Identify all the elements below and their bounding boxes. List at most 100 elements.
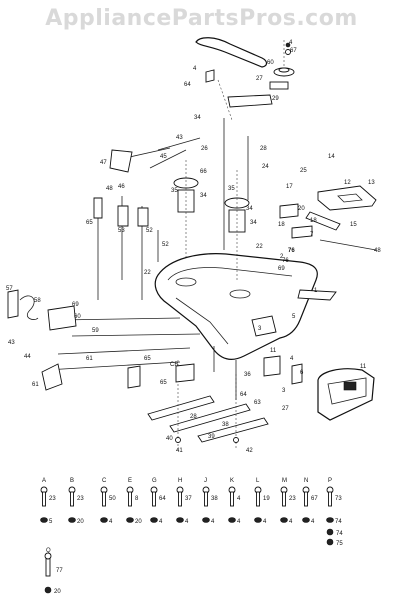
bracket-56 (7, 289, 19, 319)
idler-arm (227, 94, 273, 108)
bracket-21 (291, 225, 313, 239)
hardware-letter: C (102, 478, 107, 484)
hardware-item: J 38 4 (202, 478, 218, 525)
hardware-part-number: 50 (109, 496, 116, 502)
washer (254, 517, 262, 523)
washer-part-number: 4 (211, 519, 215, 525)
svg-text:64: 64 (184, 82, 191, 88)
svg-text:69: 69 (72, 302, 79, 308)
hardware-letter: L (256, 478, 260, 484)
svg-text:17: 17 (286, 184, 293, 190)
nut (285, 42, 291, 48)
bolt-shank (178, 491, 182, 507)
svg-text:14: 14 (328, 154, 335, 160)
svg-text:27: 27 (256, 76, 263, 82)
svg-text:74: 74 (336, 531, 343, 537)
svg-text:48: 48 (374, 248, 381, 254)
washer-part-number: 20 (135, 519, 142, 525)
bracket-7 (291, 363, 303, 385)
svg-text:36: 36 (244, 372, 251, 378)
washer (302, 517, 310, 523)
svg-text:20: 20 (54, 589, 61, 595)
hardware-part-number: 19 (263, 496, 270, 502)
hardware-legend: A235B2320C504E820G644H374J384K44L194M234… (40, 478, 342, 525)
svg-text:52: 52 (162, 242, 169, 248)
svg-text:12: 12 (344, 180, 351, 186)
svg-text:4: 4 (289, 40, 293, 46)
bolt-shank (42, 491, 46, 507)
hardware-part-number: 64 (159, 496, 166, 502)
hardware-part-number: 38 (211, 496, 218, 502)
hardware-part-number: 4 (237, 496, 241, 502)
svg-text:28: 28 (190, 414, 197, 420)
washer-part-number: 4 (159, 519, 163, 525)
hardware-part-number: 8 (135, 496, 139, 502)
washer-part-number: 74 (335, 519, 342, 525)
chute-deflector-3 (297, 289, 337, 301)
blade-center (169, 403, 251, 433)
washer-part-number: 4 (289, 519, 293, 525)
svg-text:34: 34 (246, 206, 253, 212)
svg-text:63: 63 (254, 400, 261, 406)
hardware-part-number: 23 (49, 496, 56, 502)
bolt-shank (256, 491, 260, 507)
hardware-letter: J (204, 478, 207, 484)
blade-lower (197, 417, 269, 443)
hardware-part-number: 23 (289, 496, 296, 502)
hanger-65 (93, 197, 103, 219)
washer (228, 517, 236, 523)
svg-text:24: 24 (262, 164, 269, 170)
svg-text:75: 75 (336, 541, 343, 547)
svg-text:52: 52 (146, 228, 153, 234)
svg-text:67: 67 (290, 48, 297, 54)
svg-text:28: 28 (260, 146, 267, 152)
hardware-letter: M (282, 478, 287, 484)
svg-text:65: 65 (86, 220, 93, 226)
bolt-shank (328, 491, 332, 507)
svg-text:47: 47 (100, 160, 107, 166)
svg-text:34: 34 (200, 193, 207, 199)
svg-text:35: 35 (228, 186, 235, 192)
svg-text:40: 40 (166, 436, 173, 442)
svg-text:61: 61 (86, 356, 93, 362)
washer-part-number: 20 (77, 519, 84, 525)
hardware-extra: Q 77 20 (44, 548, 63, 595)
bracket-12 (279, 203, 299, 219)
washer (150, 517, 158, 523)
p-stack: 74 75 (326, 528, 343, 547)
hanger-52 (137, 207, 149, 227)
bolt-shank (282, 491, 286, 507)
svg-text:35: 35 (171, 188, 178, 194)
hardware-part-number: 67 (311, 496, 318, 502)
svg-text:59: 59 (92, 328, 99, 334)
washer-part-number: 4 (109, 519, 113, 525)
hardware-part-number: 23 (77, 496, 84, 502)
washer (100, 517, 108, 523)
svg-text:1: 1 (314, 288, 318, 294)
svg-text:13: 13 (368, 180, 375, 186)
mower-deck (154, 253, 318, 360)
washer-part-number: 4 (311, 519, 315, 525)
svg-text:5: 5 (292, 314, 296, 320)
hardware-letter: G (152, 478, 157, 484)
washer (202, 517, 210, 523)
hardware-item: M 23 4 (280, 478, 296, 525)
bolt-shank (128, 491, 132, 507)
hardware-letter: A (42, 478, 46, 484)
svg-text:57: 57 (6, 286, 13, 292)
link-arm-right (305, 211, 341, 231)
hanger-53 (117, 205, 129, 227)
bolt-shank (304, 491, 308, 507)
hardware-letter: E (128, 478, 132, 484)
washer (176, 517, 184, 523)
svg-text:18: 18 (278, 222, 285, 228)
hardware-item: E 8 20 (126, 478, 142, 525)
svg-text:20: 20 (298, 206, 305, 212)
drive-belt (195, 37, 268, 68)
bolt-shank (70, 491, 74, 507)
hardware-item: K44 (228, 478, 241, 525)
washer-part-number: 4 (185, 519, 189, 525)
svg-text:39: 39 (208, 434, 215, 440)
